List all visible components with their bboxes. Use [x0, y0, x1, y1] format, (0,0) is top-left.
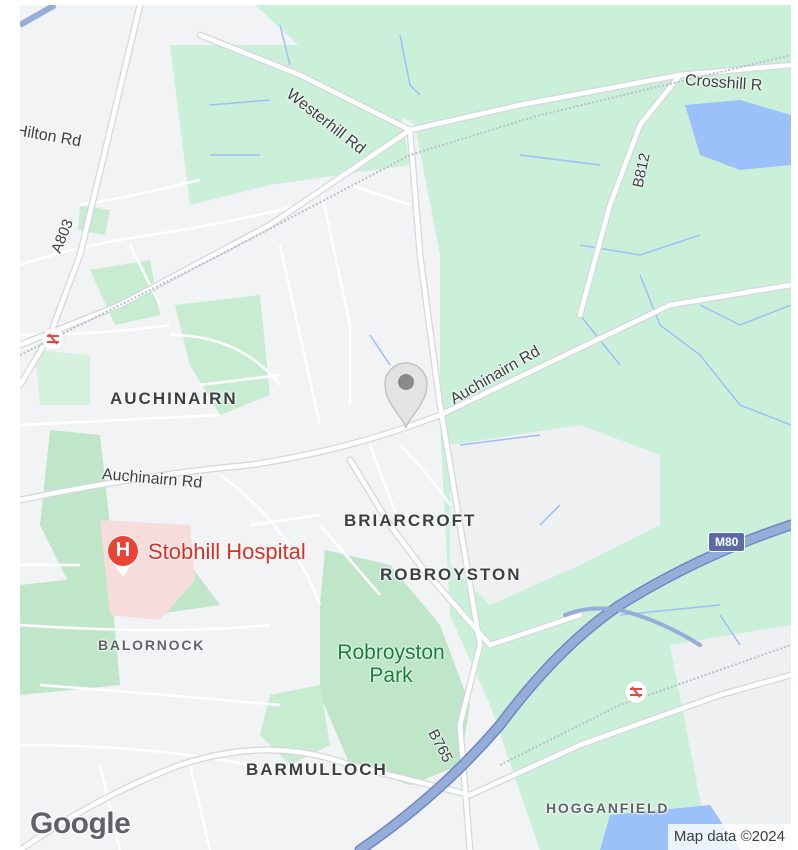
- area-label-briarcroft: BRIARCROFT: [344, 511, 477, 530]
- park-label-line2: Park: [369, 664, 413, 688]
- streams: [209, 24, 791, 646]
- area-label-hogganfield: HOGGANFIELD: [546, 800, 670, 816]
- map-base-layer: [20, 5, 791, 850]
- green-area-auchinairn: [90, 260, 160, 325]
- motorway-m80: [354, 519, 791, 850]
- motorway-edge-northwest: [20, 5, 57, 28]
- park-label-robroyston[interactable]: Robroyston Park: [316, 641, 466, 687]
- poi-label-stobhill-hospital[interactable]: Stobhill Hospital: [148, 539, 306, 564]
- green-area-north: [170, 45, 410, 205]
- rail-symbol-icon: [630, 686, 642, 698]
- hospital-marker-icon[interactable]: H: [106, 534, 140, 578]
- green-area-robroyston-park: [320, 550, 470, 785]
- main-roads: [20, 5, 791, 850]
- rail-station-icon[interactable]: [42, 328, 64, 350]
- rail-symbol-icon: [47, 333, 59, 345]
- green-area-small-2: [35, 350, 90, 405]
- area-label-robroyston: ROBROYSTON: [380, 565, 522, 584]
- urban-patch-east: [450, 425, 660, 605]
- railway-line-south: [499, 644, 791, 766]
- residential-streets: [20, 178, 452, 850]
- google-logo[interactable]: Google: [30, 807, 131, 840]
- hospital-pin-shape: [107, 534, 139, 577]
- area-label-balornock: BALORNOCK: [98, 637, 206, 653]
- map-canvas[interactable]: Hilton Rd Westerhill Rd Crosshill R A803…: [20, 5, 791, 850]
- railway-line: [20, 54, 791, 356]
- location-pin-icon[interactable]: [381, 357, 431, 429]
- area-label-barmulloch: BARMULLOCH: [246, 760, 388, 779]
- motorway-shield-m80: M80: [708, 532, 746, 552]
- hospital-letter: H: [115, 539, 131, 561]
- water-loch: [685, 100, 791, 170]
- park-label-line1: Robroyston: [337, 641, 445, 664]
- green-area-balornock: [20, 575, 120, 695]
- area-label-auchinairn: AUCHINAIRN: [110, 389, 238, 408]
- map-attribution[interactable]: Map data ©2024: [667, 824, 791, 850]
- green-area-central: [175, 295, 270, 415]
- pin-shape: [384, 362, 428, 429]
- green-area-northeast: [255, 5, 791, 850]
- rail-station-icon-east[interactable]: [625, 681, 647, 703]
